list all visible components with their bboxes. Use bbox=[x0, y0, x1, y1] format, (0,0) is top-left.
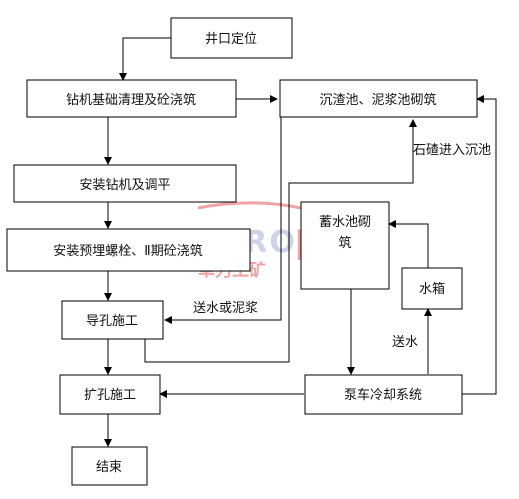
edge-tank-to-storage bbox=[388, 220, 429, 268]
node-foundation-cleanup: 钻机基础清理及砼浇筑 bbox=[26, 79, 237, 118]
node-wellhead-positioning-label: 井口定位 bbox=[205, 32, 257, 47]
node-storage-pool-label-2: 筑 bbox=[338, 235, 351, 251]
node-storage-pool-label-1: 蓄水池砌 bbox=[319, 215, 371, 230]
node-wellhead-positioning: 井口定位 bbox=[170, 17, 293, 59]
edge-label-send-water: 送水 bbox=[392, 335, 418, 350]
node-sediment-pool: 沉渣池、泥浆池砌筑 bbox=[279, 79, 478, 118]
node-storage-pool: 蓄水池砌 筑 bbox=[300, 201, 390, 290]
node-water-tank: 水箱 bbox=[401, 267, 463, 310]
edges bbox=[104, 37, 497, 447]
edge-water-to-pilot bbox=[164, 117, 282, 324]
node-embed-bolts-label: 安装预埋螺栓、Ⅱ期砼浇筑 bbox=[53, 243, 202, 259]
node-reaming: 扩孔施工 bbox=[59, 374, 161, 415]
nodes: 井口定位 钻机基础清理及砼浇筑 沉渣池、泥浆池砌筑 安装钻机及调平 安装预埋螺栓… bbox=[6, 17, 478, 486]
node-embed-bolts: 安装预埋螺栓、Ⅱ期砼浇筑 bbox=[6, 228, 251, 272]
watermark-swoosh bbox=[197, 201, 319, 214]
node-end: 结束 bbox=[71, 446, 148, 486]
node-pump-cooling: 泵车冷却系统 bbox=[304, 374, 463, 415]
node-pump-cooling-label: 泵车冷却系统 bbox=[344, 387, 422, 403]
node-pilot-hole-label: 导孔施工 bbox=[86, 314, 138, 329]
edge-pilot-to-sediment bbox=[144, 119, 417, 363]
node-end-label: 结束 bbox=[96, 460, 122, 475]
node-pilot-hole: 导孔施工 bbox=[61, 300, 164, 340]
node-reaming-label: 扩孔施工 bbox=[84, 388, 136, 403]
node-sediment-pool-label: 沉渣池、泥浆池砌筑 bbox=[319, 92, 436, 108]
node-install-rig-label: 安装钻机及调平 bbox=[79, 178, 170, 193]
edge-wellhead-to-foundation bbox=[119, 37, 171, 81]
edge-pump-to-sediment bbox=[462, 95, 497, 395]
edge-labels: 石碴进入沉池 送水或泥浆 送水 bbox=[193, 143, 491, 350]
edge-label-gravel: 石碴进入沉池 bbox=[413, 143, 491, 158]
node-foundation-cleanup-label: 钻机基础清理及砼浇筑 bbox=[66, 92, 196, 108]
edge-label-water-or-mud: 送水或泥浆 bbox=[193, 301, 258, 316]
node-install-rig: 安装钻机及调平 bbox=[13, 164, 237, 203]
node-water-tank-label: 水箱 bbox=[419, 281, 445, 297]
